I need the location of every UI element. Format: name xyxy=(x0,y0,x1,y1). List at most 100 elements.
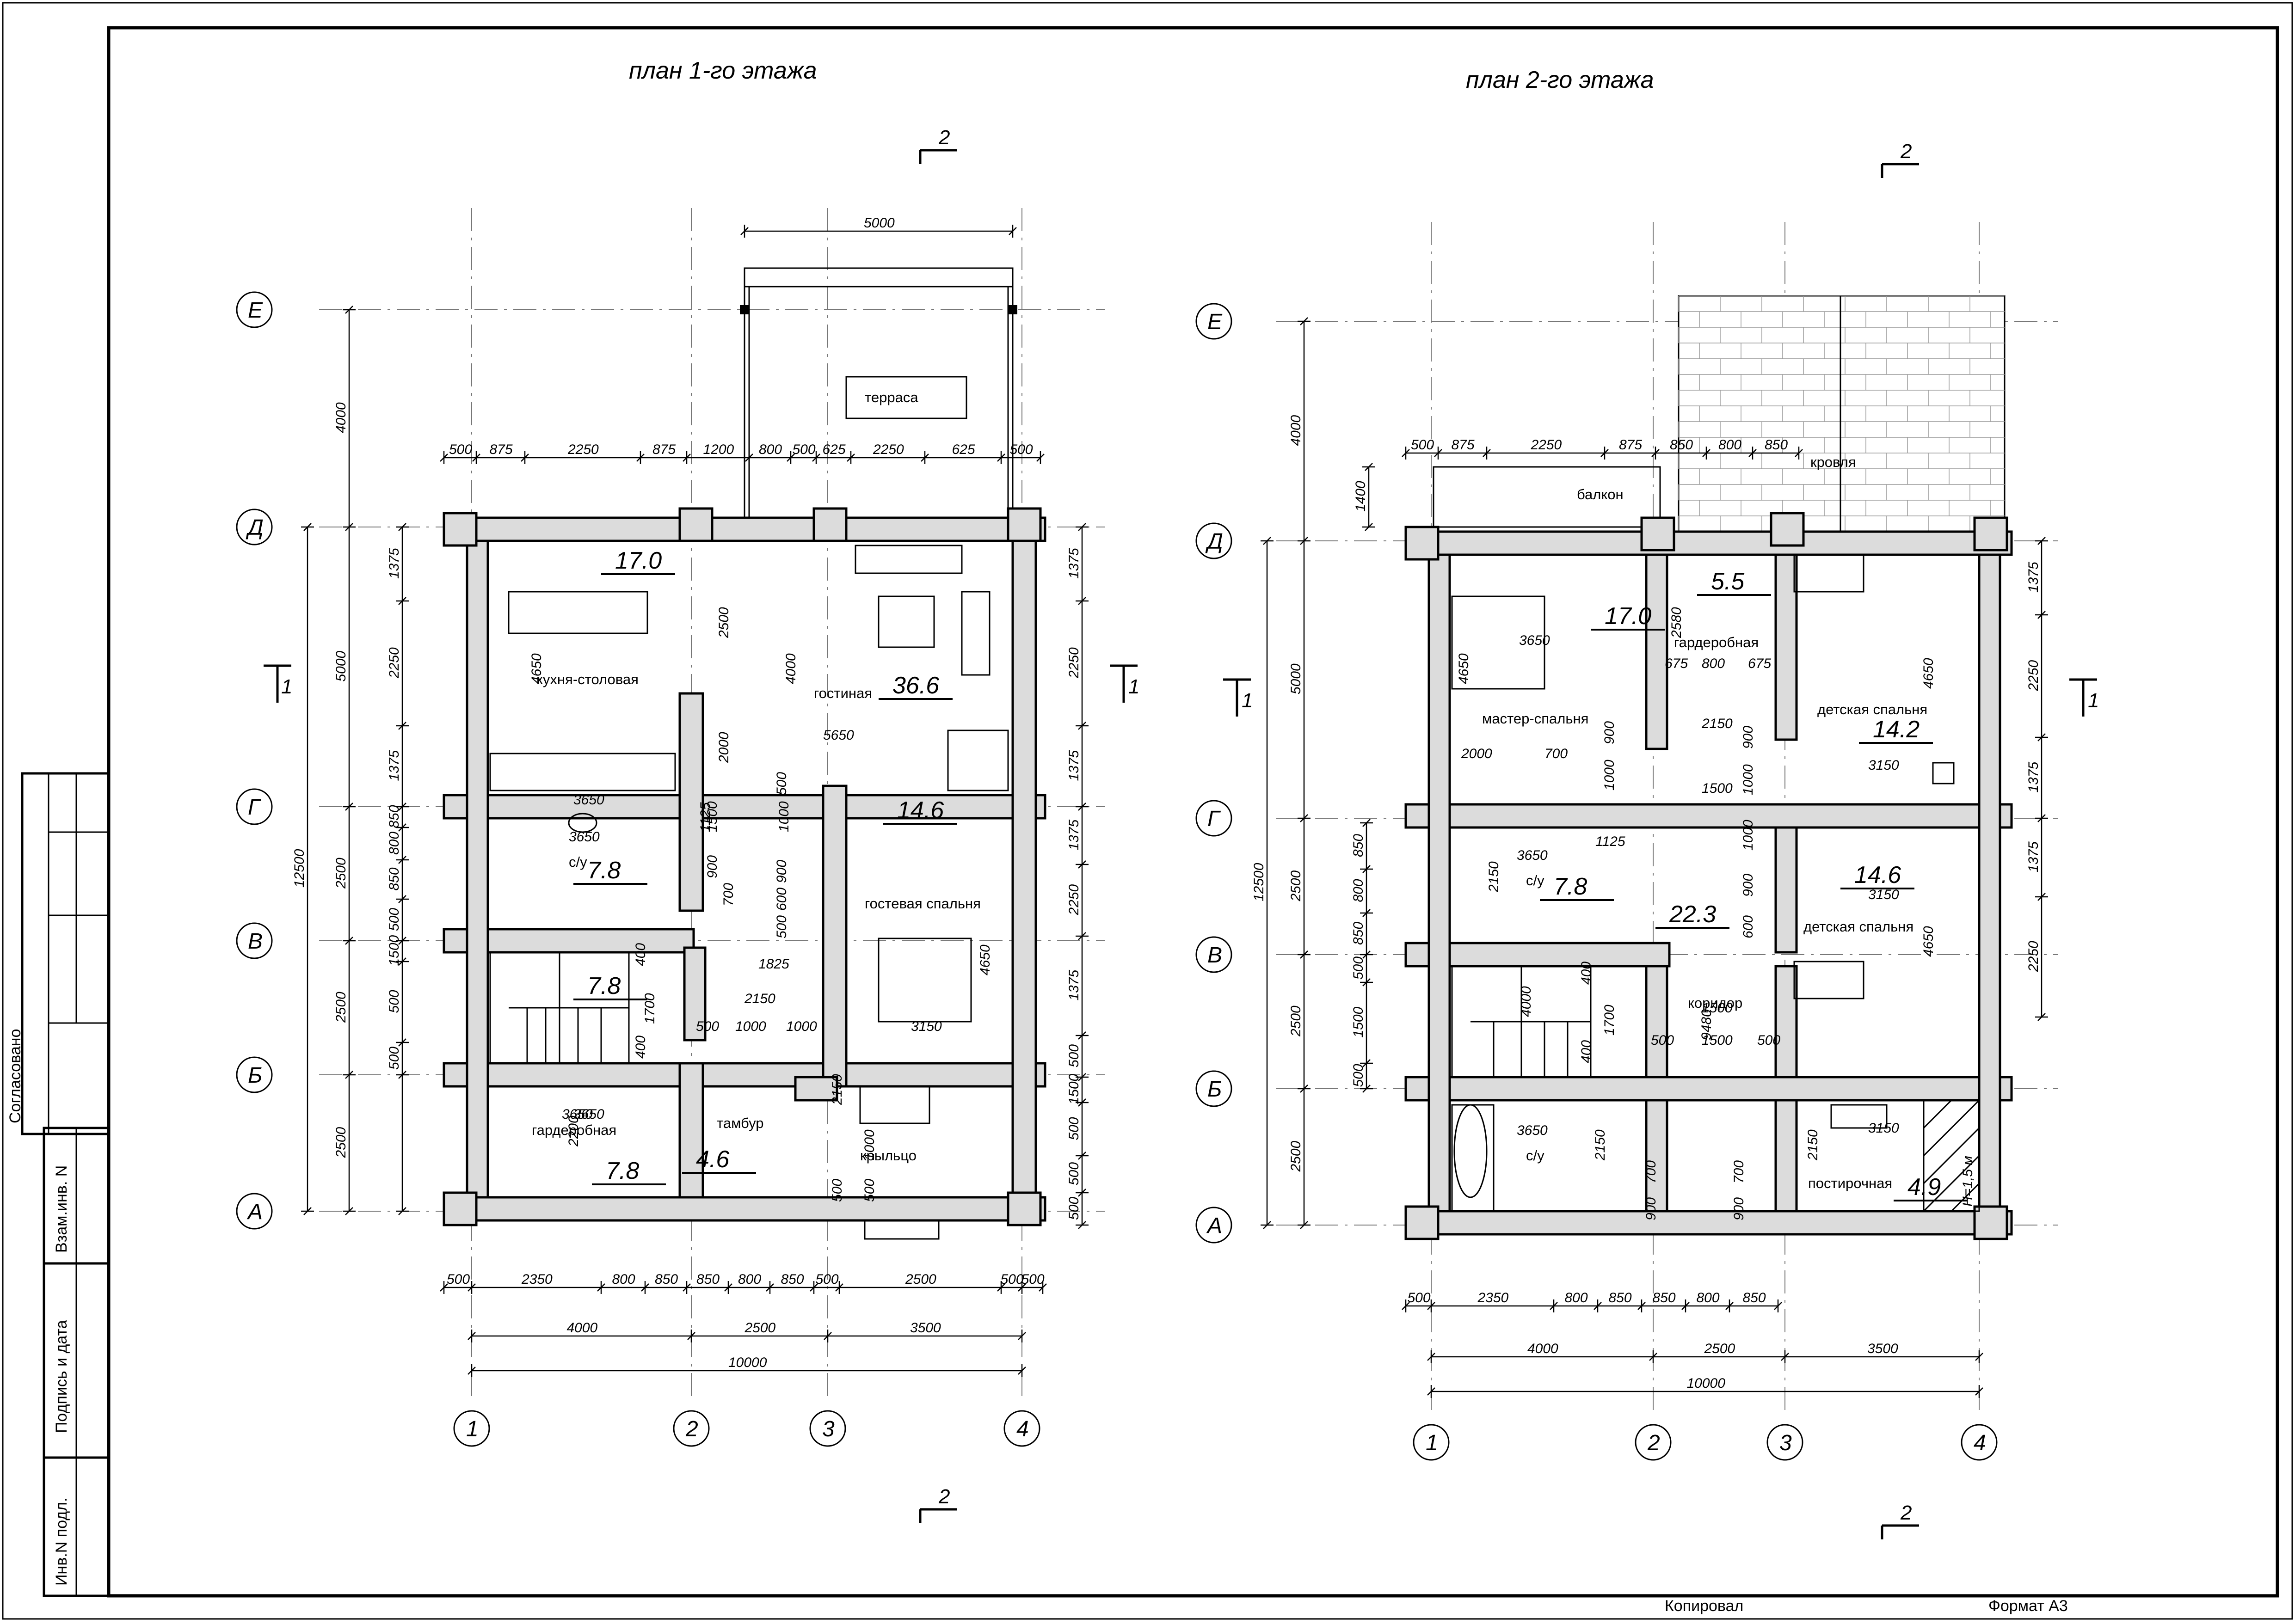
section-1-right-plan1: 1 xyxy=(1110,664,1139,703)
plan1-dim-right-7: 1500 xyxy=(1066,1073,1082,1104)
svg-text:2: 2 xyxy=(1900,140,1912,163)
plan2-dim-bottom-6: 850 xyxy=(1743,1290,1766,1305)
plan1-dim-inner-8: 1000 xyxy=(776,801,792,832)
plan2-dim-inner-16: 1125 xyxy=(1595,834,1625,849)
plan1-dim-top-2: 2250 xyxy=(567,442,599,457)
plan2-dim-inner-14: 3150 xyxy=(1868,758,1899,773)
plan1-dim-right-5: 1375 xyxy=(1066,969,1082,1000)
plan2-dim-inner-6: 1500 xyxy=(1702,781,1733,796)
plan1-axis-4: 4 xyxy=(1003,1410,1040,1447)
plan2-dim-inner-35: 900 xyxy=(1643,1197,1659,1220)
plan2-dim-left-outer-0: 4000 xyxy=(1288,415,1304,446)
plan2-dim-inner-1: 4650 xyxy=(1456,653,1471,684)
plan2-dim-axes-1: 2500 xyxy=(1704,1341,1735,1356)
section-1-left-plan2: 1 xyxy=(1223,678,1253,717)
plan2-roof xyxy=(1678,295,2006,533)
plan1-room-3-name: с/у xyxy=(569,854,587,870)
svg-text:А: А xyxy=(1206,1213,1222,1238)
svg-text:4: 4 xyxy=(1016,1417,1029,1441)
laundry-hatch-label: Н=1,5 м xyxy=(1960,1156,1975,1207)
plan2-axis-3: 3 xyxy=(1766,1424,1803,1461)
plan2-dim-inner-5: 1000 xyxy=(1602,760,1617,791)
plan1-room-7-area: 4.6 xyxy=(696,1146,729,1173)
plan1-dim-inner-23: 2200 xyxy=(566,1115,581,1147)
plan1-dim-bottom-10: 500 xyxy=(1021,1272,1045,1287)
plan2-title: план 2-го этажа xyxy=(1466,67,1654,93)
plan2-dim-inner-21: 600 xyxy=(1741,915,1756,938)
plan1-dim-inner-0: 4650 xyxy=(529,653,544,684)
plan2-dim-left-total-0: 12500 xyxy=(1251,863,1267,901)
plan1-room-7-name: тамбур xyxy=(717,1115,764,1131)
plan2-dim-inner-15: 4650 xyxy=(1921,658,1936,689)
svg-text:1: 1 xyxy=(281,675,292,698)
plan1-dim-left-inner-7: 1500 xyxy=(387,935,402,966)
plan1-room-2-name: гостиная xyxy=(814,685,872,701)
svg-text:2: 2 xyxy=(1900,1501,1912,1524)
plan2-dim-left-outer-1: 5000 xyxy=(1288,663,1304,694)
plan2-dim-inner-4: 900 xyxy=(1602,721,1617,744)
plan2-dim-inner-22: 9480 xyxy=(1699,1009,1714,1040)
svg-text:Б: Б xyxy=(248,1063,262,1088)
plan1-dim-bottom-8: 2500 xyxy=(905,1272,936,1287)
svg-text:2: 2 xyxy=(938,1485,950,1508)
svg-text:3: 3 xyxy=(822,1417,835,1441)
svg-text:Д: Д xyxy=(246,515,264,540)
plan1-dim-top-9: 625 xyxy=(952,442,975,457)
plan2-dim-inner-29: 1500 xyxy=(1702,1033,1733,1048)
plan1-room-6-area: 7.8 xyxy=(606,1158,639,1184)
plan1-dim-left-inner-9: 500 xyxy=(387,1047,402,1070)
plan2-dim-top-3: 875 xyxy=(1619,437,1642,453)
plan2-dim-inner-28: 500 xyxy=(1651,1033,1674,1048)
plan1-dim-left-total-0: 12500 xyxy=(292,849,307,888)
plan1-axis-В: В xyxy=(236,922,273,959)
svg-text:Г: Г xyxy=(1207,807,1221,831)
plan2-axis-2: 2 xyxy=(1635,1424,1672,1461)
plan1-terrace xyxy=(740,267,1017,527)
plan1-room-1-name: кухня-столовая xyxy=(536,671,639,687)
section-2-top-plan1: 2 xyxy=(919,126,957,164)
plan2-dim-left-outer-2: 2500 xyxy=(1288,870,1304,901)
plan1-axis-2: 2 xyxy=(673,1410,710,1447)
plan1-dim-top-3: 875 xyxy=(652,442,676,457)
plan2-dim-inner-18: 2150 xyxy=(1486,861,1501,893)
plan2-room-7-area: 22.3 xyxy=(1669,901,1716,928)
section-1-right-plan2: 1 xyxy=(2069,678,2099,717)
plan2-dim-bottom-0: 500 xyxy=(1408,1290,1431,1305)
plan1-dim-bottom-6: 850 xyxy=(781,1272,804,1287)
svg-text:2: 2 xyxy=(1647,1431,1660,1455)
section-2-bottom-plan1: 2 xyxy=(919,1485,957,1523)
plan1-dim-inner-13: 600 xyxy=(774,888,789,911)
plan1-dim-inner-31: 500 xyxy=(830,1179,845,1202)
svg-text:А: А xyxy=(246,1200,263,1224)
plan1-walls xyxy=(443,507,1046,1226)
plan1-dim-inner-14: 900 xyxy=(774,860,789,883)
plan1-dim-inner-3: 4000 xyxy=(783,653,799,684)
plan1-dim-axes-0: 4000 xyxy=(567,1320,598,1336)
plan1-dim-inner-28: 1000 xyxy=(862,1129,877,1160)
stamp-replace-inv: Взам.инв. N xyxy=(53,1165,70,1253)
plan1-dim-top-8: 2250 xyxy=(873,442,904,457)
plan2-room-6-area: 7.8 xyxy=(1554,873,1587,900)
plan1-dim-left-inner-6: 500 xyxy=(387,908,402,931)
plan2-axis-Е: Е xyxy=(1195,303,1232,340)
section-2-bottom-plan2: 2 xyxy=(1881,1501,1919,1539)
plan1-dim-total-0: 10000 xyxy=(728,1355,767,1370)
plan2-axis-Г: Г xyxy=(1195,800,1232,837)
plan1-dim-inner-1: 3650 xyxy=(573,792,604,808)
svg-text:Б: Б xyxy=(1207,1077,1222,1102)
plan1-dim-bottom-2: 800 xyxy=(612,1272,635,1287)
plan2-dim-inner-11: 800 xyxy=(1702,656,1725,671)
plan2-dim-left-outer-3: 2500 xyxy=(1288,1005,1304,1037)
plan1-dim-inner-16: 2150 xyxy=(744,991,775,1006)
section-1-left-plan1: 1 xyxy=(264,664,292,703)
plan2-furniture xyxy=(1451,554,1955,1212)
plan1-dim-inner-6: 500 xyxy=(774,772,789,795)
plan2-dim-left-inner-5: 500 xyxy=(1351,1064,1366,1087)
plan2-dim-inner-26: 4000 xyxy=(1519,986,1534,1017)
plan1-stairs xyxy=(489,951,630,1064)
plan2-axis-В: В xyxy=(1195,936,1232,973)
plan1-dim-right-6: 500 xyxy=(1066,1044,1082,1067)
